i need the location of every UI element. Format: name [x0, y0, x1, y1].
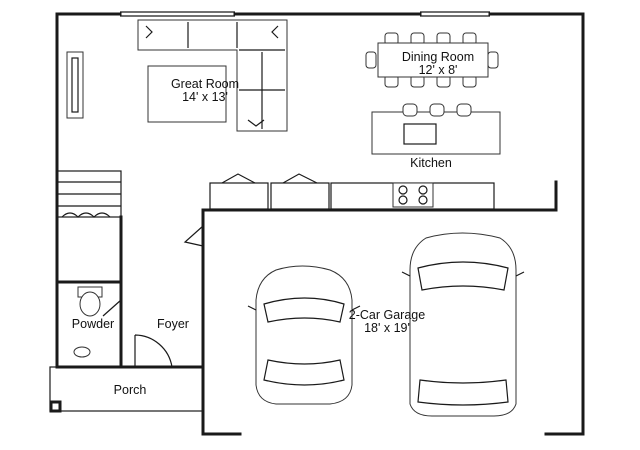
sectional-sofa: [137, 19, 288, 132]
kitchen-name: Kitchen: [410, 156, 452, 170]
garage-name: 2-Car Garage: [349, 308, 425, 322]
porch-name: Porch: [114, 383, 147, 397]
powder-fixtures: [73, 286, 103, 358]
porch-outline: [49, 366, 204, 413]
car-sedan: [247, 265, 361, 405]
doors: [102, 299, 173, 368]
rug: [147, 65, 227, 123]
room-labels: Great Room 14' x 13' Dining Room 12' x 8…: [72, 50, 474, 397]
powder-name: Powder: [72, 317, 114, 331]
kitchen-island: [371, 103, 501, 155]
dining-set: [365, 32, 499, 88]
dining-room-name: Dining Room: [402, 50, 474, 64]
great-room-name: Great Room: [171, 77, 239, 91]
foyer-name: Foyer: [157, 317, 189, 331]
dining-room-size: 12' x 8': [419, 63, 458, 77]
car-suv: [401, 232, 525, 417]
garage-size: 18' x 19': [364, 321, 410, 335]
fireplace: [66, 51, 84, 119]
exterior-walls: [55, 12, 585, 436]
great-room-size: 14' x 13': [182, 90, 228, 104]
stairs: [56, 170, 122, 218]
kitchen-counter: [209, 173, 495, 210]
windows: [120, 11, 490, 17]
cooktop: [392, 182, 434, 208]
